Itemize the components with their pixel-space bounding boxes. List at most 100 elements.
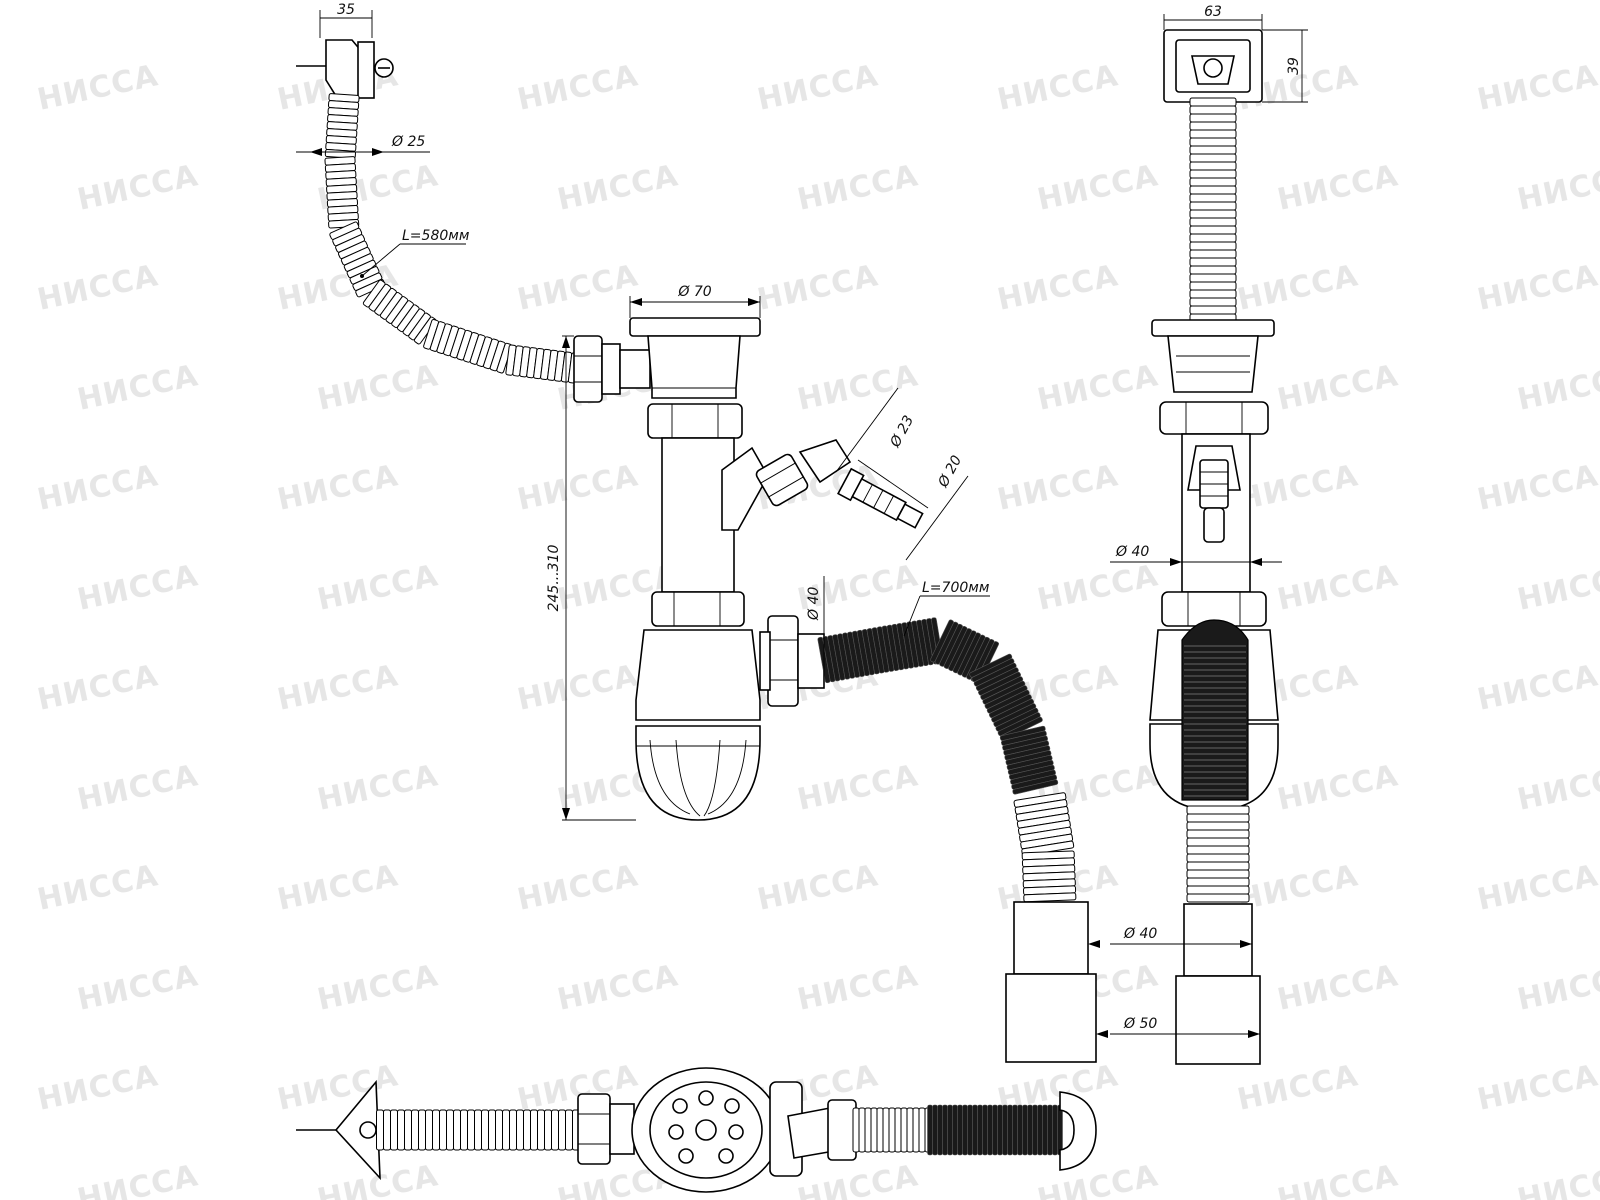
watermark-text: НИССА — [1274, 158, 1401, 218]
hose-rib — [992, 1104, 998, 1156]
watermark-text: НИССА — [994, 58, 1121, 118]
watermark-text: НИССА — [34, 658, 161, 718]
hose-rib — [565, 1109, 573, 1151]
hose-rib — [906, 1107, 914, 1153]
dim-d50-pipe-label: Ø 50 — [1123, 1016, 1157, 1032]
watermark-text: НИССА — [1034, 358, 1161, 418]
hose-rib — [1012, 1104, 1018, 1156]
hose-rib — [1186, 861, 1250, 871]
watermark-text: НИССА — [314, 558, 441, 618]
watermark-text: НИССА — [1514, 158, 1600, 218]
hose-rib — [962, 1104, 968, 1156]
hose-rib — [1042, 1104, 1048, 1156]
dim-d23-label: Ø 23 — [887, 413, 917, 451]
watermark-text: НИССА — [994, 258, 1121, 318]
hose-rib — [1189, 193, 1237, 203]
siphon-side-view — [1149, 29, 1279, 1065]
top-drain-hose — [852, 1104, 1063, 1156]
watermark-text: НИССА — [1234, 458, 1361, 518]
hose-rib — [439, 1109, 447, 1151]
hose-rib — [1189, 121, 1237, 131]
watermark-layer: НИССА НИССА НИССА НИССА НИССА НИССА НИССА НИССА… — [34, 58, 1600, 1200]
hose-rib — [530, 1109, 538, 1151]
dimension-pipe-diameter-large: Ø 50 — [1096, 1016, 1260, 1038]
watermark-text: НИССА — [794, 1158, 921, 1200]
watermark-text: НИССА — [514, 258, 641, 318]
hose-rib — [1186, 885, 1250, 895]
hose-rib — [1186, 805, 1250, 815]
watermark-text: НИССА — [1034, 1158, 1161, 1200]
hose-rib — [1189, 273, 1237, 283]
watermark-text: НИССА — [1474, 858, 1600, 918]
watermark-text: НИССА — [1474, 1058, 1600, 1118]
hose-rib — [537, 1109, 545, 1151]
hose-rib — [912, 1107, 920, 1153]
hose-rib — [1186, 877, 1250, 887]
dimension-outlet-diameter: Ø 40 — [806, 576, 825, 688]
hose-rib — [982, 1104, 988, 1156]
hose-rib — [488, 1109, 496, 1151]
hose-rib — [1189, 113, 1237, 123]
hose-rib — [453, 1109, 461, 1151]
siphon-front-view — [573, 317, 924, 821]
watermark-text: НИССА — [74, 758, 201, 818]
hose-rib — [1057, 1104, 1063, 1156]
hose-rib — [383, 1109, 391, 1151]
watermark-text: НИССА — [994, 458, 1121, 518]
hose-rib — [1012, 779, 1059, 795]
dim-d70-label: Ø 70 — [677, 284, 711, 300]
hose-rib — [481, 1109, 489, 1151]
watermark-text: НИССА — [314, 358, 441, 418]
watermark-text: НИССА — [74, 1158, 201, 1200]
hose-rib — [1189, 257, 1237, 267]
hose-rib — [927, 1104, 933, 1156]
hose-rib — [1189, 177, 1237, 187]
watermark-text: НИССА — [514, 458, 641, 518]
hose-rib — [957, 1104, 963, 1156]
hose-rib — [1186, 821, 1250, 831]
watermark-text: НИССА — [1234, 1058, 1361, 1118]
side-overflow-hose — [1189, 97, 1237, 323]
watermark-text: НИССА — [274, 658, 401, 718]
hose-rib — [1189, 289, 1237, 299]
hose-rib — [870, 1107, 878, 1153]
hose-rib — [894, 1107, 902, 1153]
hose-rib — [1189, 249, 1237, 259]
drain-hose-end-pipes — [1005, 901, 1097, 1063]
watermark-text: НИССА — [794, 158, 921, 218]
hose-rib — [1027, 1104, 1033, 1156]
hose-rib — [1186, 813, 1250, 823]
hose-rib — [1189, 145, 1237, 155]
hose-rib — [1186, 837, 1250, 847]
dim-d20-label: Ø 20 — [935, 453, 965, 491]
hose-rib — [397, 1109, 405, 1151]
watermark-text: НИССА — [314, 958, 441, 1018]
hose-rib — [1186, 853, 1250, 863]
hose-rib — [1189, 233, 1237, 243]
hose-rib — [1189, 129, 1237, 139]
watermark-text: НИССА — [794, 958, 921, 1018]
hose-rib — [376, 1109, 384, 1151]
hose-rib — [523, 1109, 531, 1151]
hose-rib — [864, 1107, 872, 1153]
drain-corrugated-hose — [817, 617, 1077, 903]
watermark-text: НИССА — [1274, 558, 1401, 618]
hose-rib — [495, 1109, 503, 1151]
watermark-text: НИССА — [754, 58, 881, 118]
watermark-text: НИССА — [514, 58, 641, 118]
hose-rib — [1023, 892, 1077, 903]
watermark-text: НИССА — [554, 158, 681, 218]
hose-rib — [432, 1109, 440, 1151]
watermark-text: НИССА — [74, 558, 201, 618]
siphon-top-view — [296, 1067, 1097, 1193]
hose-rib — [1189, 209, 1237, 219]
dimension-drain-hose-length: L=700мм — [903, 580, 990, 637]
hose-rib — [1186, 829, 1250, 839]
watermark-text: НИССА — [34, 858, 161, 918]
hose-rib — [882, 1107, 890, 1153]
hose-rib — [1189, 265, 1237, 275]
dimension-overflow-hose-diameter: Ø 25 — [296, 134, 430, 156]
dim-35-label: 35 — [337, 2, 355, 18]
side-hose-corrugation — [1184, 645, 1246, 797]
hose-rib — [932, 1104, 938, 1156]
